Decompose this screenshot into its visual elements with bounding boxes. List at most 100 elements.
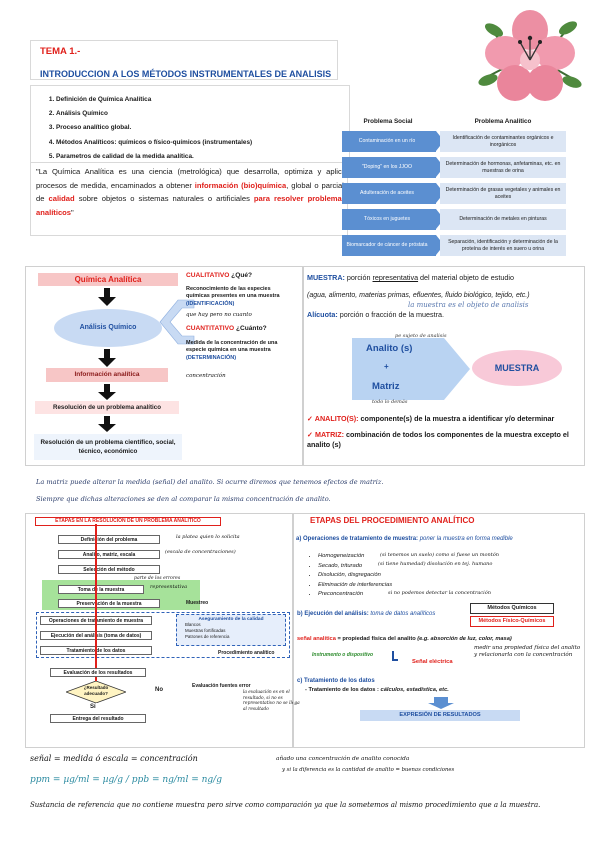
step-entrega: Entrega del resultado <box>50 714 146 723</box>
tema-label: TEMA 1.- <box>40 46 81 57</box>
step-analito: Analito, matriz, escala <box>58 550 160 559</box>
matriz-label: Matriz <box>372 381 400 392</box>
plus-label: + <box>384 362 389 371</box>
senal-label: señal analítica <box>297 636 336 642</box>
social-analytic-table: Problema Social Problema Analítico Conta… <box>340 116 570 280</box>
procedimiento-label: Procedimiento analítico <box>218 650 275 656</box>
metodos-fisico-quimicos-box: Métodos Físico-Químicos <box>470 616 554 627</box>
cuantitativo-question: ¿Cuánto? <box>234 325 267 332</box>
matriz-check-item: ✓ MATRIZ: combinación de todos los compo… <box>307 430 569 449</box>
cuantitativo-text: Medida de la concentración de una especi… <box>186 340 296 362</box>
handwritten-note: La matriz puede alterar la medida (señal… <box>36 478 384 486</box>
flower-illustration-icon <box>478 10 582 101</box>
aseguramiento-item: Patrones de referencia <box>185 634 230 639</box>
etapas-title: ETAPAS EN LA RESOLUCIÓN DE UN PROBLEMA A… <box>35 517 221 526</box>
determinacion-label: (DETERMINACIÓN) <box>186 354 237 361</box>
cualitativo-heading: CUALITATIVO ¿Qué? <box>186 272 301 279</box>
instrumento-label: Instrumento o dispositivo <box>312 652 374 658</box>
handwritten-note: Sustancia de referencia que no contiene … <box>30 801 541 809</box>
analito-check-item: ✓ ANALITO(S): componente(s) de la muestr… <box>307 414 555 423</box>
senal-analitica: señal analítica = propiedad física del a… <box>297 636 585 642</box>
muestra-text: del material objeto de estudio <box>418 273 514 282</box>
identificacion-label: (IDENTIFICACIÓN) <box>186 300 235 307</box>
section-c-example: cálculos, estadística, etc. <box>380 687 449 693</box>
topic-item: Parametros de calidad de la medida analí… <box>56 150 252 164</box>
section-a-label: a) Operaciones de tratamiento de muestra… <box>296 536 419 542</box>
matriz-note: todo lo demás <box>372 399 408 405</box>
section-a-sub: poner la muestra en forma medible <box>418 536 513 542</box>
evaluacion-note: la evaluación es en el resultado, si no … <box>243 690 300 712</box>
arrow-down-icon <box>98 424 116 432</box>
topics-list: Definición de Química Analítica Análisis… <box>56 93 252 164</box>
section-a-note: (si tiene humedad) disolución en tej. hu… <box>378 561 493 567</box>
decision-si: Sí <box>90 704 96 710</box>
section-a-note: si no podemos detectar la concentración <box>388 590 491 596</box>
alicuota-label: Alícuota: <box>307 310 338 319</box>
section-b-sub: toma de datos analíticos <box>368 611 436 617</box>
page-title: INTRODUCCION A LOS MÉTODOS INSTRUMENTALE… <box>40 69 332 79</box>
muestra-label: MUESTRA: <box>307 273 345 282</box>
procedimiento-dashed-box <box>36 612 290 658</box>
decision-text: ¿Resultado adecuado? <box>83 685 109 696</box>
topic-item: Definición de Química Analítica <box>56 93 252 107</box>
quote-text: , global o parcial, de <box>36 180 346 204</box>
procedimiento-panel <box>293 513 585 748</box>
matriz-check-label: MATRIZ: <box>315 430 345 439</box>
quote-highlight: calidad <box>48 194 75 204</box>
aseguramiento-item: Blancos <box>185 622 201 627</box>
senal-electrica-label: Señal eléctrica <box>412 659 453 665</box>
topic-item: Proceso analítico global. <box>56 121 252 135</box>
header-box <box>30 40 338 80</box>
section-c-label: - Tratamiento de los datos : <box>305 687 381 693</box>
muestra-definition: MUESTRA: porción representativa del mate… <box>307 273 582 282</box>
list-item: Disolución, disgregación <box>318 571 392 581</box>
flow-line <box>95 524 97 700</box>
muestra-ellipse: MUESTRA <box>472 350 562 386</box>
list-item: Eliminación de interferencias <box>318 581 392 591</box>
concept-panel <box>25 266 303 466</box>
muestra-note: la muestra es el objeto de analisis <box>408 301 529 309</box>
arrow-down-icon <box>98 358 116 367</box>
big-arrow-icon <box>352 338 470 400</box>
handwritten-note: añado una concentración de analito conoc… <box>276 756 410 762</box>
cualitativo-desc: Reconocimiento de las especies químicas … <box>186 286 280 300</box>
section-a-note: (si tenemos un suelo) como si fuese un m… <box>380 552 499 558</box>
list-item: Secado, triturado <box>318 562 392 572</box>
analito-check-text: componente(s) de la muestra a identifica… <box>358 414 555 423</box>
table-cell-social: Contaminación en un río <box>342 131 444 152</box>
handwritten-note: Siempre que dichas alteraciones se den a… <box>36 495 331 503</box>
senal-example: (e.g. absorción de luz, color, masa) <box>417 636 512 642</box>
cualitativo-question: ¿Qué? <box>229 272 253 279</box>
quote-text: " <box>71 207 74 217</box>
topic-item: Métodos Analíticos: químicos o físico-qu… <box>56 136 252 150</box>
aseguramiento-item: Muestras fortificadas <box>185 628 226 633</box>
table-cell-social: Biomarcador de cáncer de próstata <box>342 235 444 256</box>
table-header: Problema Analítico <box>474 118 532 125</box>
expresion-resultados-box: EXPRESIÓN DE RESULTADOS <box>360 710 520 721</box>
step-evaluacion: Evaluación de los resultados <box>50 668 146 677</box>
definition-quote: "La Química Analítica es una ciencia (me… <box>36 165 346 219</box>
step-toma-muestra: Toma de la muestra <box>58 585 144 594</box>
handwritten-note: y si la diferencia es la cantidad de ana… <box>282 767 455 773</box>
arrow-down-icon <box>104 349 110 359</box>
arrow-bend-icon <box>392 651 398 661</box>
table-row: Adulteración de aceites Determinación de… <box>340 182 570 206</box>
step-note: parte de los errores <box>134 576 181 581</box>
muestra-examples: (agua, alimento, materias primas, efluen… <box>307 292 530 299</box>
muestra-text: porción <box>344 273 373 282</box>
cuantitativo-desc: Medida de la concentración de una especi… <box>186 340 278 354</box>
arrow-down-icon <box>104 416 110 426</box>
resolucion-problema-general-box: Resolución de un problema científico, so… <box>34 434 182 460</box>
table-cell-analytic: Separación, identificación y determinaci… <box>440 235 566 256</box>
procedimiento-title: ETAPAS DEL PROCEDIMIENTO ANALÍTICO <box>310 516 475 525</box>
table-cell-analytic: Determinación de hormonas, anfetaminas, … <box>440 157 566 178</box>
handwritten-formula: señal = medida ó escala = concentración <box>30 754 198 763</box>
cualitativo-label: CUALITATIVO <box>186 272 230 279</box>
table-cell-social: Adulteración de aceites <box>342 183 444 204</box>
section-c-title: c) Tratamiento de los datos <box>297 678 375 684</box>
arrow-down-icon <box>428 703 454 709</box>
table-cell-social: "Doping" en los JJOO <box>342 157 444 178</box>
informacion-analitica-box: Información analítica <box>46 368 168 382</box>
section-a-list: Homogeneización Secado, triturado Disolu… <box>318 552 392 600</box>
aseguramiento-box: Aseguramiento de la calidad Blancos Mues… <box>176 614 286 646</box>
